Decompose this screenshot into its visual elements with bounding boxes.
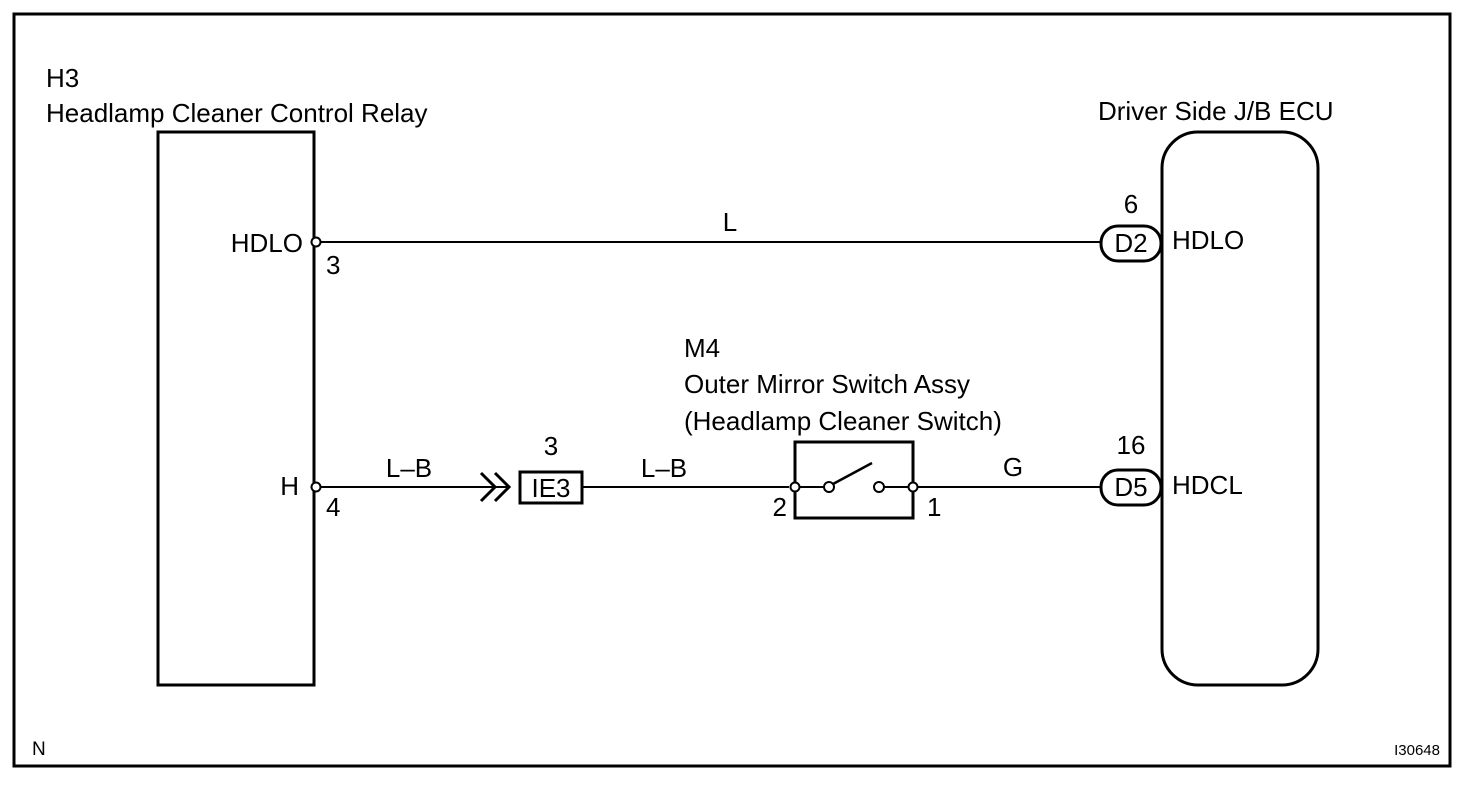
switch-contact-left [823, 481, 835, 493]
wire-switch-to-ecu-color: G [1003, 452, 1023, 482]
switch-connector-code: M4 [684, 333, 720, 363]
ecu-pin-hdlo-label: HDLO [1172, 225, 1244, 255]
switch-contact-right [873, 481, 885, 493]
switch-box [793, 440, 915, 520]
ecu-pin-16-number: 16 [1117, 430, 1146, 460]
relay-pin-4-number: 4 [326, 492, 340, 522]
relay-pin-3-terminal [310, 236, 322, 248]
ecu-connector-d2-label: D2 [1114, 228, 1147, 258]
switch-pin-1-number: 1 [927, 492, 941, 522]
diagram-frame [12, 12, 1452, 768]
switch-blade-icon [832, 461, 873, 486]
footer-figure-id: I30648 [1394, 742, 1440, 759]
switch-pin-2-number: 2 [773, 492, 787, 522]
wire-hdlo-color: L [723, 207, 737, 237]
switch-pin-1-terminal [907, 481, 919, 493]
ecu-pin-hdcl-label: HDCL [1172, 470, 1243, 500]
relay-pin-4-terminal [310, 481, 322, 493]
wire-junction-to-switch-color: L–B [641, 453, 687, 483]
switch-name: Outer Mirror Switch Assy [684, 369, 970, 399]
connector-arrow-icon-2 [493, 471, 512, 503]
ecu-connector-d5 [1099, 468, 1163, 507]
relay-pin-h-label: H [280, 471, 299, 501]
ecu-connector-d2 [1099, 224, 1163, 263]
relay-pin-3-number: 3 [326, 250, 340, 280]
relay-pin-hdlo-label: HDLO [231, 228, 303, 258]
ecu-name: Driver Side J/B ECU [1098, 96, 1334, 126]
junction-code: IE3 [531, 473, 570, 503]
footer-left-code: N [32, 739, 46, 760]
switch-pin-2-terminal [789, 481, 801, 493]
wire-relay-to-junction-color: L–B [386, 453, 432, 483]
relay-box [156, 130, 316, 687]
ecu-pin-6-number: 6 [1124, 189, 1138, 219]
relay-name: Headlamp Cleaner Control Relay [46, 98, 428, 128]
connector-arrow-icon [479, 471, 498, 503]
relay-connector-code: H3 [46, 63, 79, 93]
ecu-box [1160, 130, 1320, 687]
switch-subname: (Headlamp Cleaner Switch) [684, 406, 1002, 436]
junction-pin-number: 3 [544, 431, 558, 461]
ecu-connector-d5-label: D5 [1114, 472, 1147, 502]
